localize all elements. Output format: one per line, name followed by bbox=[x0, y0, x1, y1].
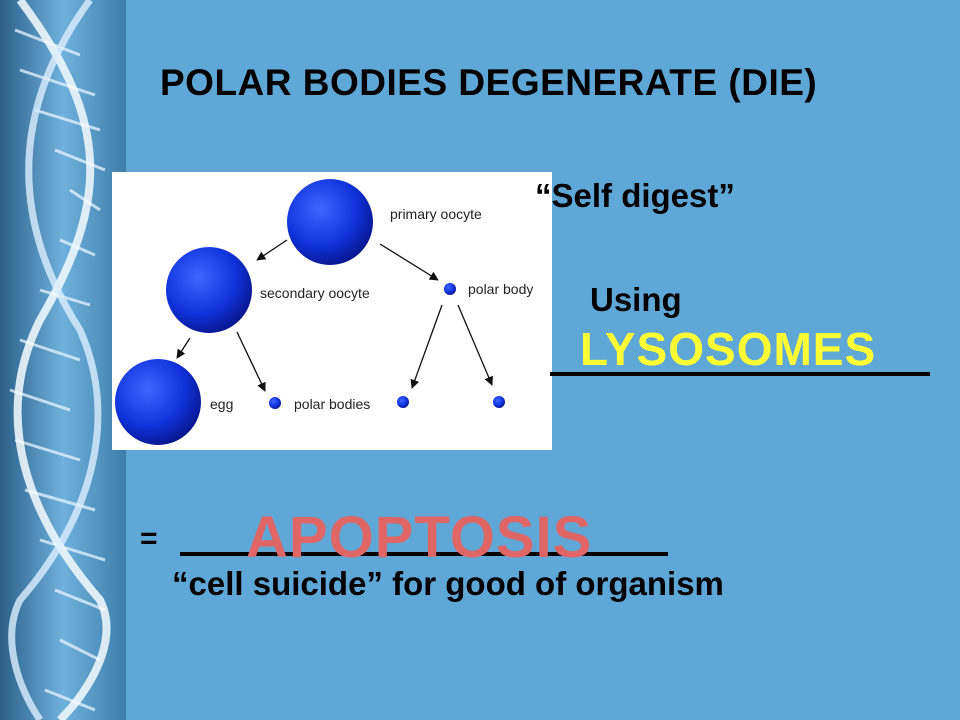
egg-cell bbox=[115, 359, 201, 445]
secondary-oocyte-label: secondary oocyte bbox=[260, 285, 370, 301]
arrow-polar-to-polar-right bbox=[457, 304, 493, 386]
lysosomes-answer: LYSOSOMES bbox=[580, 323, 877, 375]
polar-body-label: polar body bbox=[468, 281, 533, 297]
apoptosis-answer: APOPTOSIS bbox=[246, 505, 593, 570]
self-digest-text: “Self digest” bbox=[535, 177, 735, 214]
polar-body-cell-2 bbox=[397, 396, 409, 408]
egg-label: egg bbox=[210, 396, 233, 412]
lysosomes-blank-line bbox=[550, 372, 930, 376]
dna-helix-decoration bbox=[0, 0, 126, 720]
cell-suicide-definition: “cell suicide” for good of organism bbox=[172, 565, 724, 602]
oogenesis-diagram: primary oocyte secondary oocyte polar bo… bbox=[112, 172, 552, 450]
polar-body-cell-1 bbox=[269, 397, 281, 409]
arrow-primary-to-polar-body bbox=[379, 243, 439, 281]
primary-oocyte-label: primary oocyte bbox=[390, 206, 482, 222]
arrow-primary-to-secondary bbox=[256, 239, 288, 261]
arrow-secondary-to-egg bbox=[176, 337, 191, 359]
arrow-polar-to-polar-left bbox=[410, 304, 443, 389]
slide-title: POLAR BODIES DEGENERATE (DIE) bbox=[160, 62, 818, 103]
using-text: Using bbox=[590, 281, 682, 318]
polar-body-cell-3 bbox=[493, 396, 505, 408]
arrow-secondary-to-polar-body bbox=[236, 331, 266, 392]
primary-oocyte-cell bbox=[287, 179, 373, 265]
polar-bodies-label: polar bodies bbox=[294, 396, 370, 412]
equals-sign: = bbox=[140, 522, 158, 555]
apoptosis-blank-line bbox=[180, 552, 668, 556]
secondary-oocyte-cell bbox=[166, 247, 252, 333]
polar-body-cell bbox=[444, 283, 456, 295]
